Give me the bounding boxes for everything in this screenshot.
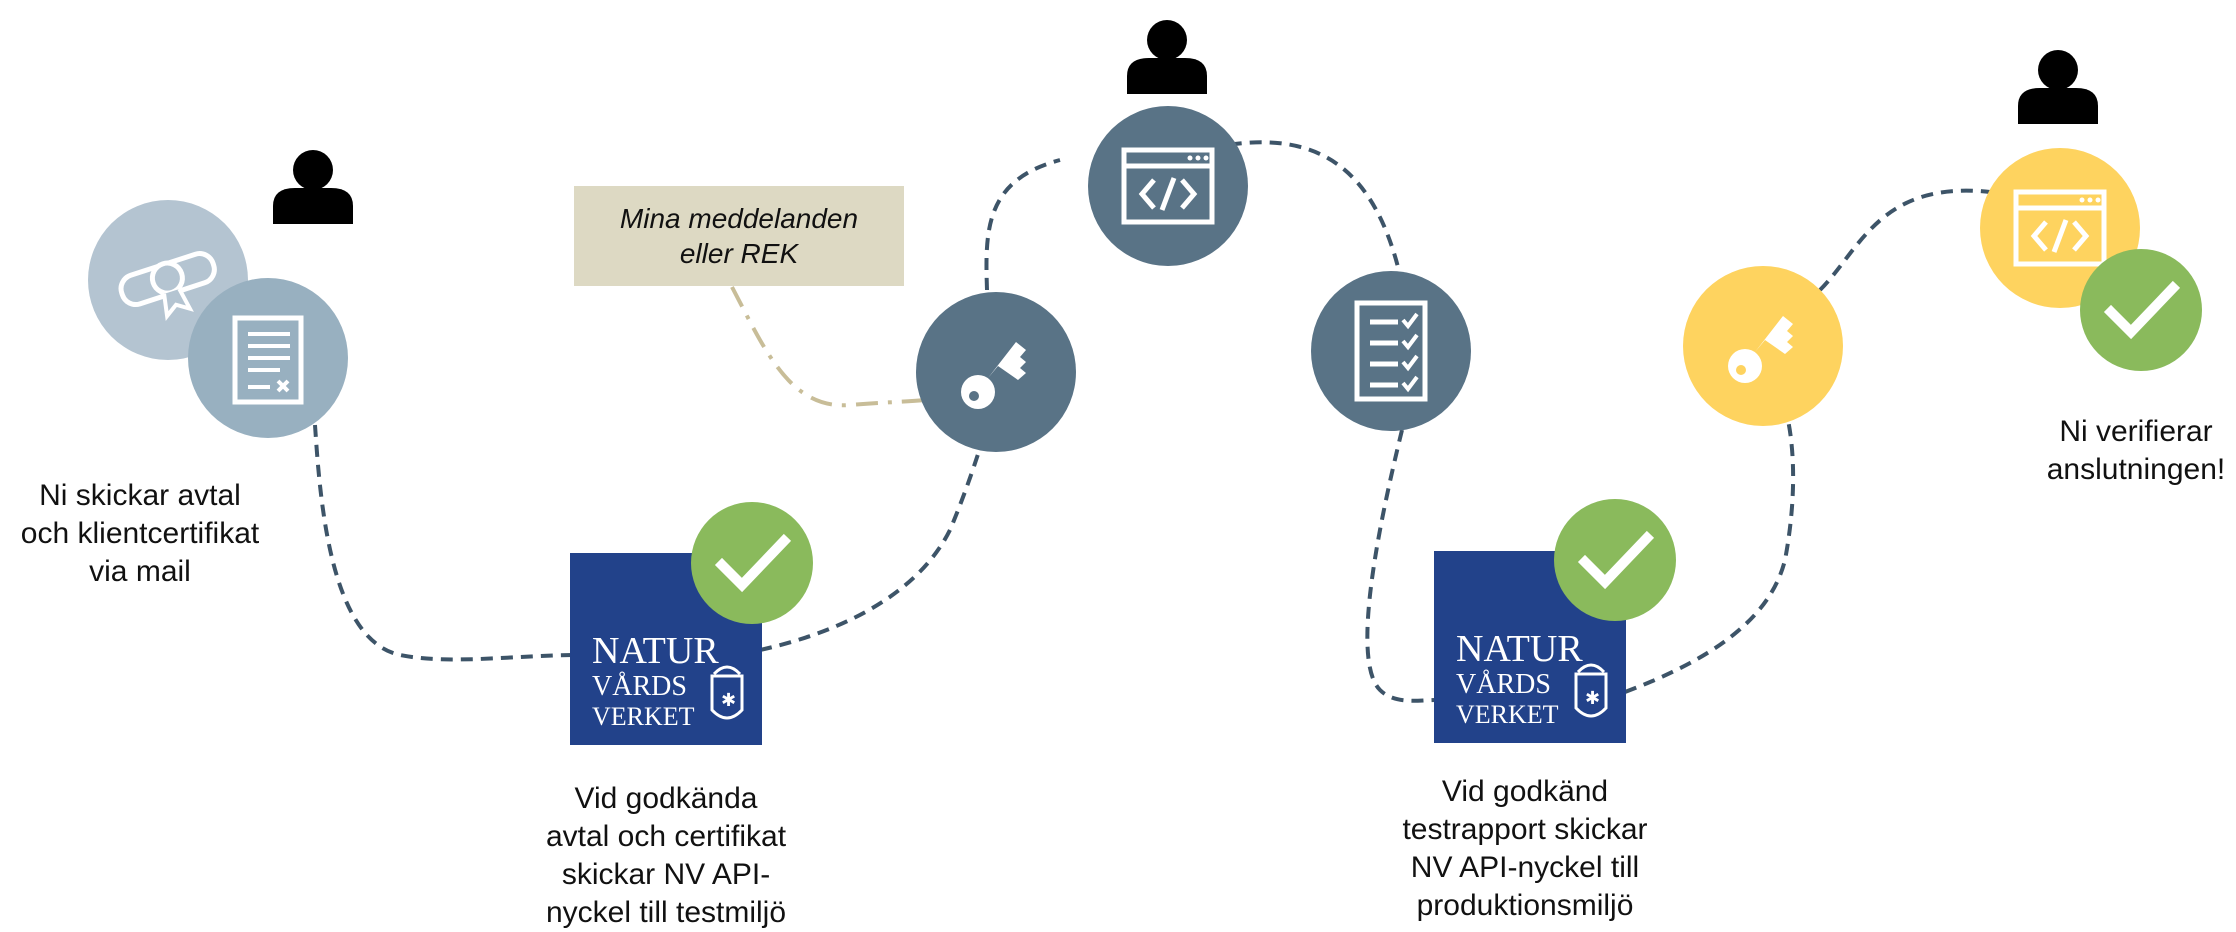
note-line-2: eller REK — [679, 238, 799, 269]
svg-text:✱: ✱ — [1585, 688, 1600, 709]
logo-line-vards: VÅRDS — [1456, 669, 1551, 700]
svg-text:✱: ✱ — [721, 690, 736, 711]
checklist-icon — [1311, 271, 1471, 431]
checkmark-icon — [2080, 249, 2202, 371]
logo-line-verket: VERKET — [1456, 700, 1559, 729]
label-line: Ni verifierar — [2059, 415, 2213, 448]
label-line: anslutningen! — [2046, 453, 2226, 486]
label-line: nyckel till testmiljö — [545, 896, 787, 929]
document-icon — [188, 278, 348, 438]
step-label-prod-key: Vid godkänd testrapport skickar NV API-n… — [1385, 773, 1665, 925]
note-connector — [730, 286, 926, 408]
person-icon — [273, 150, 353, 224]
label-line: via mail — [89, 555, 191, 588]
step-label-test-key: Vid godkända avtal och certifikat skicka… — [526, 780, 806, 932]
note-line-1: Mina meddelanden — [619, 203, 859, 234]
step-label-verify: Ni verifierar anslutningen! — [2036, 413, 2236, 489]
person-icon — [2018, 50, 2098, 124]
label-line: Vid godkänd — [1441, 775, 1609, 808]
checkmark-icon — [1554, 499, 1676, 621]
label-line: Vid godkända — [574, 782, 758, 815]
checkmark-icon — [691, 502, 813, 624]
mailbox-note: Mina meddelanden eller REK — [574, 186, 904, 286]
code-window-icon — [1088, 106, 1248, 266]
label-line: produktionsmiljö — [1416, 889, 1634, 922]
logo-line-natur: NATUR — [592, 630, 719, 672]
process-path — [313, 140, 1991, 703]
key-icon — [1683, 266, 1843, 426]
label-line: avtal och certifikat — [545, 820, 787, 853]
logo-line-natur: NATUR — [1456, 628, 1583, 670]
label-line: skickar NV API- — [561, 858, 771, 891]
label-line: Ni skickar avtal — [39, 479, 241, 512]
key-icon — [916, 292, 1076, 452]
step-label-send-agreement: Ni skickar avtal och klientcertifikat vi… — [0, 477, 280, 591]
label-line: NV API-nyckel till — [1410, 851, 1640, 884]
logo-line-vards: VÅRDS — [592, 671, 687, 702]
person-icon — [1127, 20, 1207, 94]
logo-line-verket: VERKET — [592, 702, 695, 731]
label-line: och klientcertifikat — [20, 517, 260, 550]
naturvardsverket-logo: NATUR VÅRDS VERKET ✱ — [1434, 551, 1626, 743]
label-line: testrapport skickar — [1402, 813, 1648, 846]
